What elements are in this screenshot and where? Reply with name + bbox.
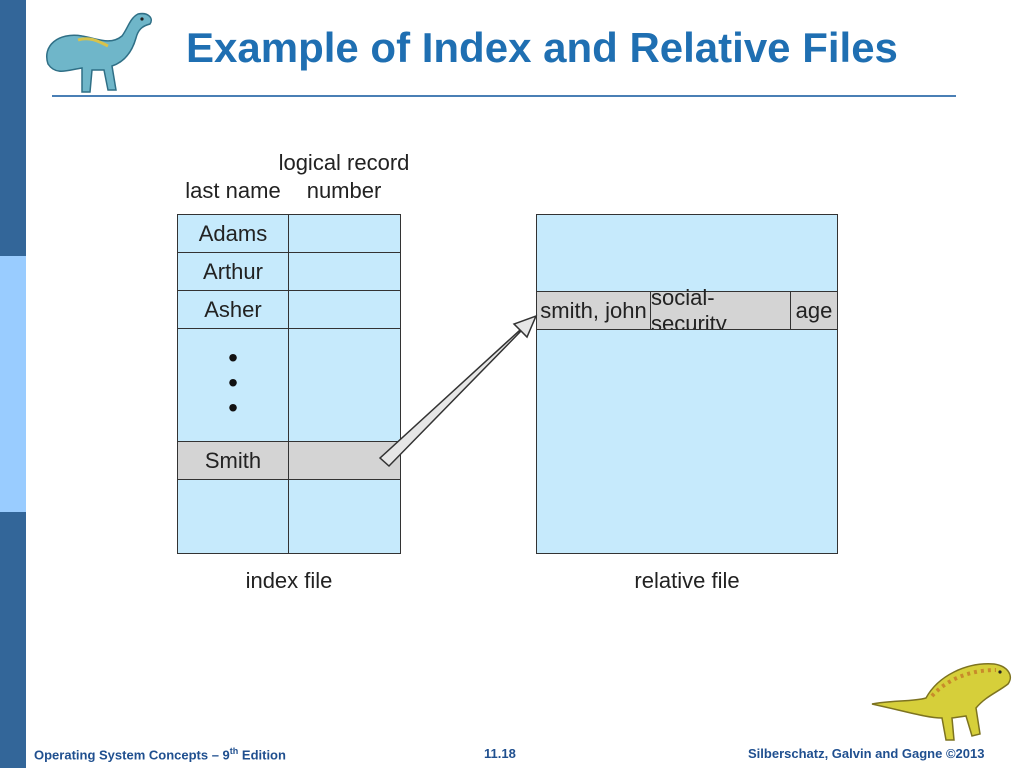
footer-copyright: Silberschatz, Galvin and Gagne ©2013 (748, 746, 984, 761)
footer-book-title-suffix: Edition (238, 747, 286, 762)
footer-book-title: Operating System Concepts – 9th Edition (34, 746, 286, 762)
footer-book-title-superscript: th (230, 746, 239, 756)
footer-page-number: 11.18 (484, 746, 516, 761)
footer-book-title-prefix: Operating System Concepts – 9 (34, 747, 230, 762)
dinosaur-bottom-right-icon (868, 656, 1016, 750)
